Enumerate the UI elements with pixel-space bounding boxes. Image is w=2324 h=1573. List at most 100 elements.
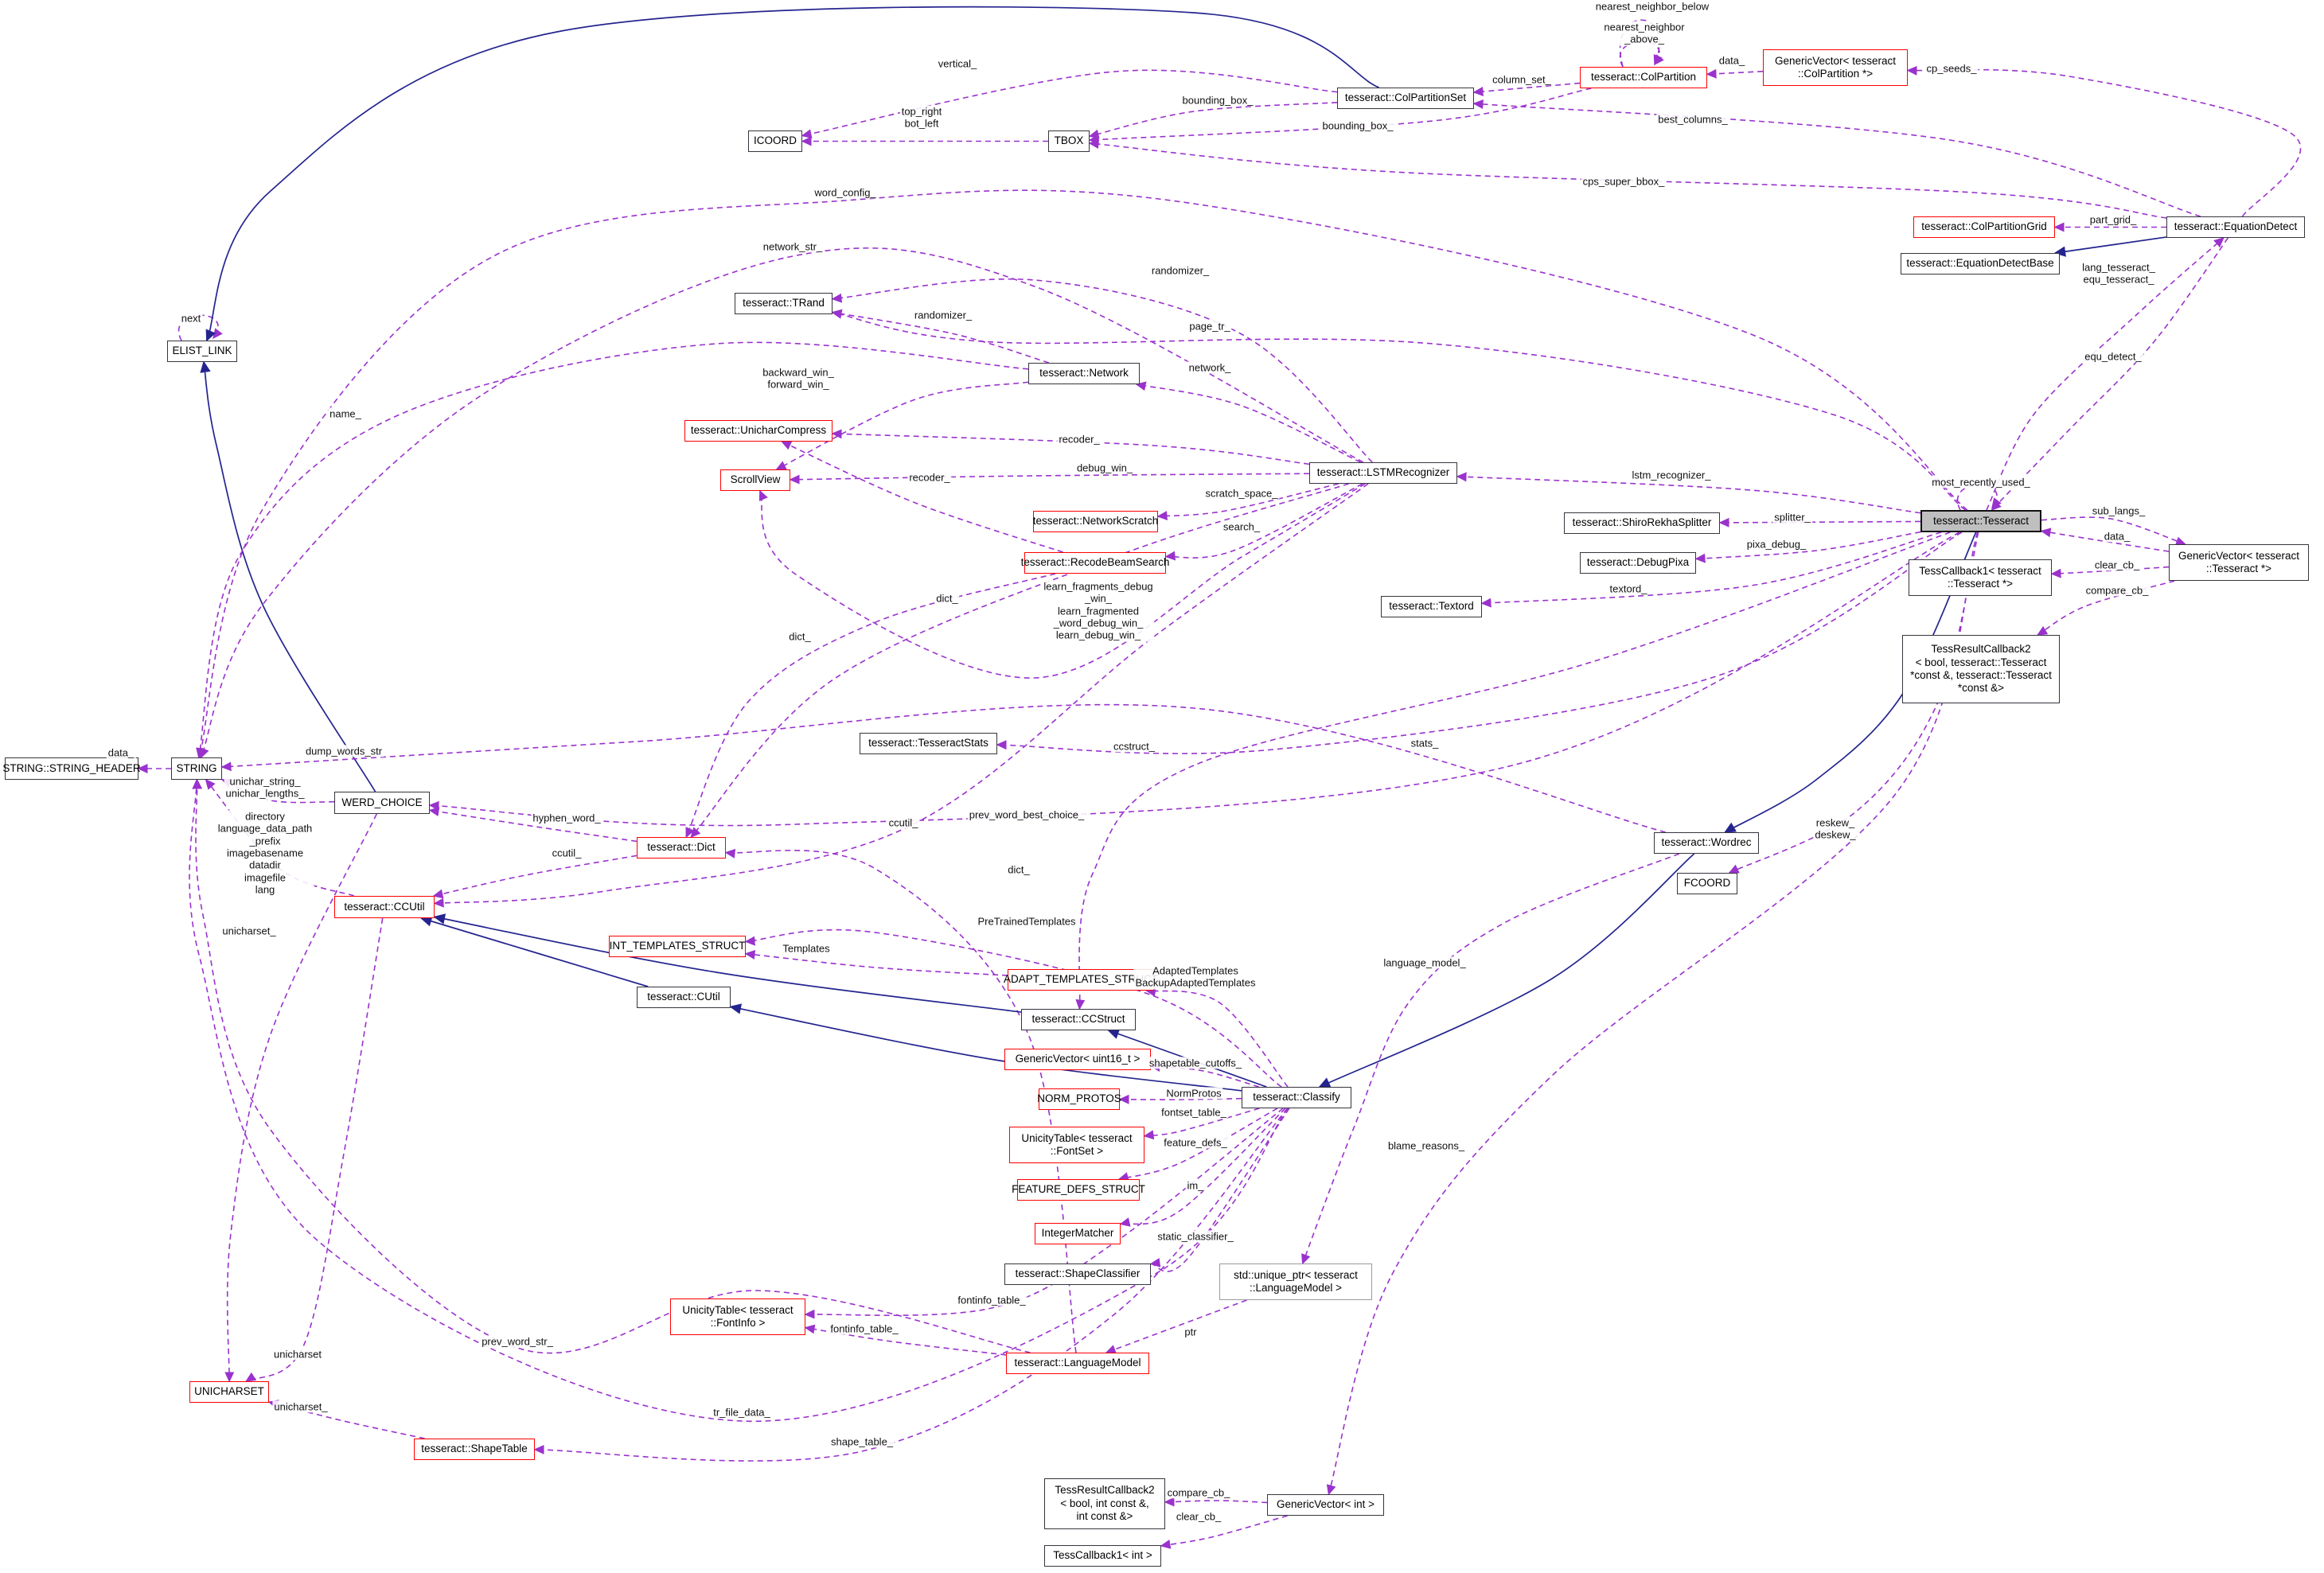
node-elist_link[interactable]: ELIST_LINK — [167, 341, 237, 362]
node-equationdetect[interactable]: tesseract::EquationDetect — [2166, 216, 2305, 238]
node-textord[interactable]: tesseract::Textord — [1381, 596, 1482, 617]
node-int_templates[interactable]: INT_TEMPLATES_STRUCT — [609, 936, 746, 957]
node-tesseract_main[interactable]: tesseract::Tesseract — [1920, 510, 2041, 532]
edge-colpartition-tbox — [1088, 88, 1592, 145]
edge-wordrec-classify — [1318, 853, 1695, 1088]
node-classify[interactable]: tesseract::Classify — [1242, 1087, 1351, 1108]
node-string_header[interactable]: STRING::STRING_HEADER — [2, 757, 141, 780]
node-equationdetectbase[interactable]: tesseract::EquationDetectBase — [1901, 253, 2060, 274]
node-integermatcher[interactable]: IntegerMatcher — [1035, 1223, 1121, 1244]
node-colpartitionset[interactable]: tesseract::ColPartitionSet — [1337, 88, 1474, 109]
edge-unique_ptr_lm-languagemodel — [1105, 1299, 1247, 1354]
edge-tesseract_main-debugpixa — [1694, 531, 1921, 563]
edge-equationdetect-equationdetectbase — [2053, 236, 2167, 257]
edge-wordrec-unique_ptr_lm — [1301, 853, 1680, 1265]
edge-languagemodel-unicity_fontinfo — [804, 1324, 1007, 1356]
edge-gv_tesseract-tessresultcb2_tess — [2037, 580, 2175, 636]
node-adapt_templates[interactable]: ADAPT_TEMPLATES_STRUCT — [1004, 969, 1158, 991]
edge-tesseract_main-gv_tesseract — [2041, 516, 2187, 546]
node-feature_defs[interactable]: FEATURE_DEFS_STRUCT — [1012, 1179, 1145, 1201]
node-gv_colpartition[interactable]: GenericVector< tesseract ::ColPartition … — [1763, 49, 1908, 86]
node-networkscratch[interactable]: tesseract::NetworkScratch — [1033, 511, 1158, 532]
node-languagemodel[interactable]: tesseract::LanguageModel — [1006, 1353, 1149, 1374]
node-shirorekha[interactable]: tesseract::ShiroRekhaSplitter — [1564, 512, 1720, 534]
node-tbox[interactable]: TBOX — [1048, 130, 1090, 152]
edge-languagemodel-dict — [724, 848, 1077, 1353]
edge-adapt_templates-int_templates — [744, 949, 1008, 976]
node-scrollview[interactable]: ScrollView — [720, 469, 790, 491]
node-ccutil[interactable]: tesseract::CCUtil — [334, 896, 435, 918]
edge-shapetable-unicharset_box — [267, 1400, 425, 1439]
edge-recodebeamsearch-dict — [685, 573, 1056, 839]
node-tessresultcb2_int[interactable]: TessResultCallback2 < bool, int const &,… — [1044, 1478, 1165, 1529]
edge-classify-adapt_templates — [1144, 987, 1289, 1088]
node-debugpixa[interactable]: tesseract::DebugPixa — [1580, 552, 1696, 574]
edge-gv_int-tesscallback1_int — [1160, 1515, 1288, 1549]
node-fcoord[interactable]: FCOORD — [1677, 873, 1737, 894]
edge-tesseract_main-fcoord — [1728, 531, 1979, 874]
edge-ccutil-string — [205, 778, 355, 897]
edge-dict-ccutil — [432, 855, 638, 899]
node-recodebeamsearch[interactable]: tesseract::RecodeBeamSearch — [1021, 552, 1169, 574]
node-ccstruct[interactable]: tesseract::CCStruct — [1021, 1009, 1136, 1030]
node-gv_tesseract[interactable]: GenericVector< tesseract ::Tesseract *> — [2169, 544, 2309, 581]
node-wordrec[interactable]: tesseract::Wordrec — [1654, 832, 1759, 854]
node-lstmrecognizer[interactable]: tesseract::LSTMRecognizer — [1309, 462, 1457, 484]
node-unique_ptr_lm[interactable]: std::unique_ptr< tesseract ::LanguageMod… — [1219, 1263, 1372, 1300]
edge-lstmrecognizer-trand — [831, 278, 1373, 463]
edge-colpartitionset-icoord — [801, 69, 1338, 139]
node-tessresultcb2_tess[interactable]: TessResultCallback2 < bool, tesseract::T… — [1902, 635, 2060, 703]
edge-wordrec-string — [220, 703, 1666, 833]
edge-lstmrecognizer-ccutil — [433, 483, 1369, 908]
edge-tesseract_main-ccstruct — [1075, 531, 1951, 1010]
edge-classify-unicity_fontinfo — [804, 1108, 1284, 1319]
node-unicity_fontinfo[interactable]: UnicityTable< tesseract ::FontInfo > — [670, 1299, 805, 1335]
node-colpartition[interactable]: tesseract::ColPartition — [1580, 67, 1707, 88]
edge-classify-integermatcher — [1119, 1108, 1286, 1227]
node-gv_uint16[interactable]: GenericVector< uint16_t > — [1004, 1049, 1151, 1070]
edge-tesseract_main-gv_int — [1326, 531, 1979, 1496]
edge-gv_int-tessresultcb2_int — [1164, 1497, 1268, 1507]
node-shapeclassifier[interactable]: tesseract::ShapeClassifier — [1004, 1263, 1151, 1285]
edge-lstmrecognizer-recodebeamsearch — [1164, 483, 1363, 561]
node-string[interactable]: STRING — [171, 757, 222, 780]
edge-tesseract_main-lstmrecognizer — [1456, 472, 1921, 514]
edge-equationdetect-tbox — [1088, 139, 2167, 219]
edge-classify-cutil — [729, 1003, 1242, 1092]
edge-tesseract_main-textord — [1480, 531, 1942, 608]
node-colpartitiongrid[interactable]: tesseract::ColPartitionGrid — [1913, 216, 2055, 238]
edge-lstmrecognizer-network — [1135, 381, 1361, 463]
edge-werd_choice-string — [220, 778, 335, 804]
node-unicharset_box[interactable]: UNICHARSET — [189, 1381, 269, 1403]
edge-recodebeamsearch-unicharcompress — [781, 441, 1063, 553]
edge-tesseract_main-wordrec — [1723, 531, 1977, 833]
node-dict[interactable]: tesseract::Dict — [637, 837, 726, 859]
node-cutil[interactable]: tesseract::CUtil — [637, 987, 731, 1008]
edge-ccstruct-ccutil — [433, 913, 1022, 1013]
node-werd_choice[interactable]: WERD_CHOICE — [334, 792, 430, 814]
edge-classify-gv_uint16 — [1149, 1062, 1260, 1088]
edge-dict-werd_choice — [428, 807, 638, 843]
node-shapetable[interactable]: tesseract::ShapeTable — [414, 1439, 535, 1460]
edge-colpartition-colpartitionset — [1472, 82, 1581, 96]
edge-lstmrecognizer-scrollview — [758, 483, 1366, 679]
node-gv_int[interactable]: GenericVector< int > — [1267, 1494, 1384, 1516]
edge-classify-string — [189, 778, 1289, 1422]
node-trand[interactable]: tesseract::TRand — [735, 293, 833, 314]
edge-tesseract_main-tesseractstats — [996, 531, 1963, 754]
edge-equationdetect-gv_colpartition — [1906, 65, 2302, 217]
edge-werd_choice-unicharset_box — [224, 813, 377, 1383]
node-icoord[interactable]: ICOORD — [748, 130, 802, 152]
edge-colpartition-colpartition — [1620, 41, 1664, 68]
node-tesscallback1_int[interactable]: TessCallback1< int > — [1044, 1545, 1161, 1567]
edge-equationdetect-tesseract_main — [1991, 237, 2229, 512]
edge-gv_colpartition-colpartition — [1706, 68, 1764, 79]
node-unicity_fontset[interactable]: UnicityTable< tesseract ::FontSet > — [1009, 1127, 1144, 1163]
node-tesseractstats[interactable]: tesseract::TesseractStats — [860, 733, 997, 754]
node-unicharcompress[interactable]: tesseract::UnicharCompress — [684, 420, 833, 442]
edge-classify-shapetable — [533, 1108, 1289, 1462]
node-network[interactable]: tesseract::Network — [1028, 363, 1140, 384]
node-tesscallback1_tess[interactable]: TessCallback1< tesseract ::Tesseract *> — [1909, 559, 2052, 596]
node-norm_protos[interactable]: NORM_PROTOS — [1037, 1088, 1121, 1110]
